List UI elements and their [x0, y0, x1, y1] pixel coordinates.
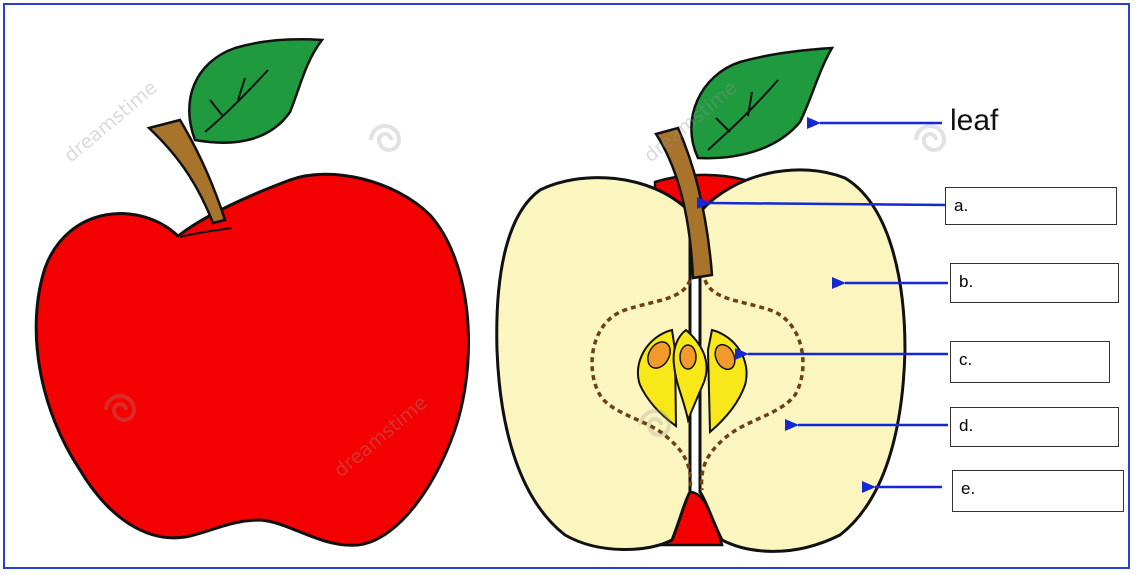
whole-apple-body [36, 174, 468, 545]
label-box-b[interactable]: b. [950, 263, 1119, 303]
label-box-a[interactable]: a. [945, 187, 1117, 225]
label-leaf: leaf [950, 104, 998, 138]
label-box-c[interactable]: c. [950, 341, 1110, 383]
label-box-e[interactable]: e. [952, 470, 1124, 512]
label-box-d[interactable]: d. [950, 407, 1119, 447]
